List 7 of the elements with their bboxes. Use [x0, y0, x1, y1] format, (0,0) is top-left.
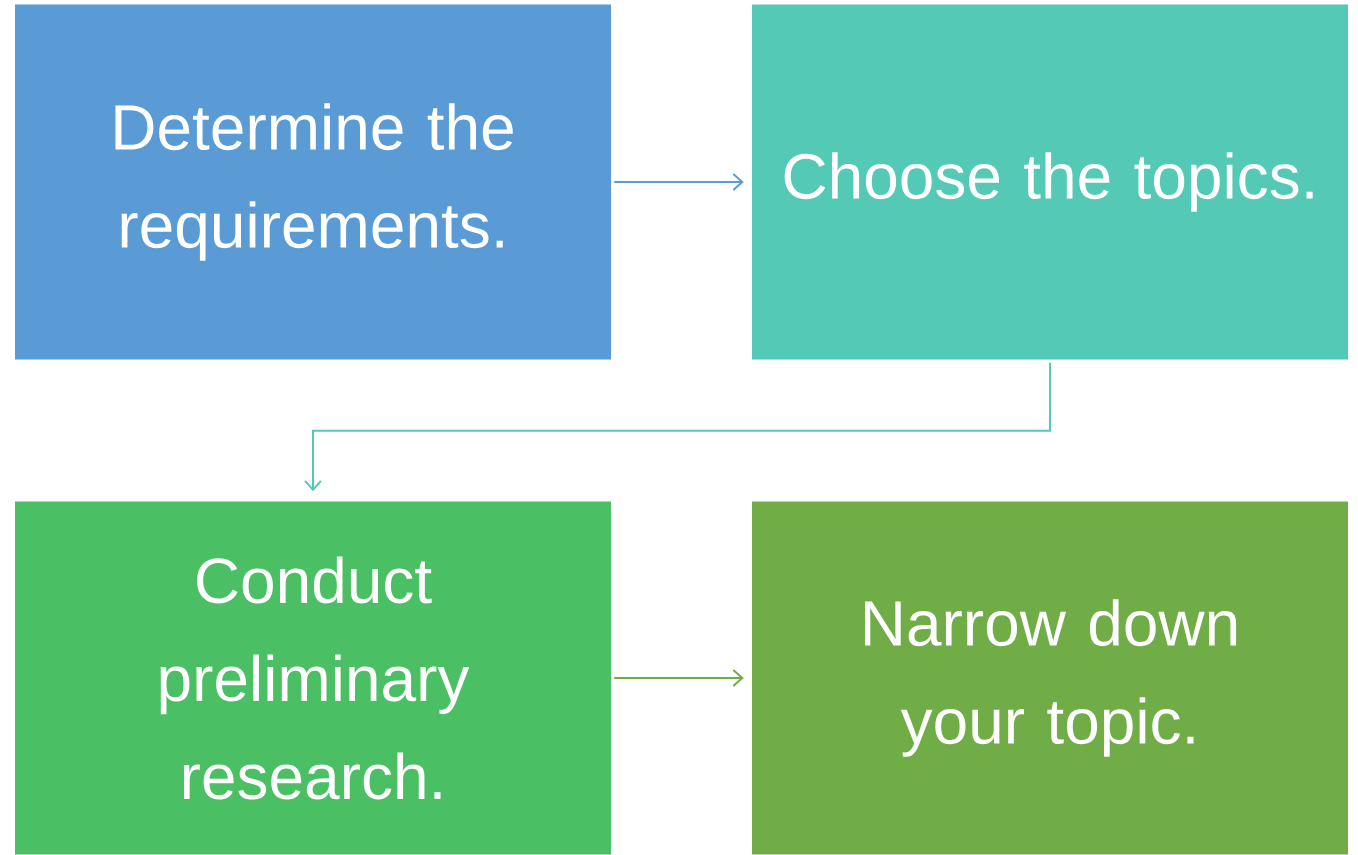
process-box: Choose the topics. [752, 4, 1348, 360]
arrow [613, 173, 744, 191]
process-box: Narrow down your topic. [752, 501, 1348, 855]
arrow [304, 361, 1051, 492]
arrow [613, 669, 744, 687]
process-box: Determine the requirements. [15, 4, 611, 360]
process-box: Conduct preliminary research. [15, 501, 611, 855]
